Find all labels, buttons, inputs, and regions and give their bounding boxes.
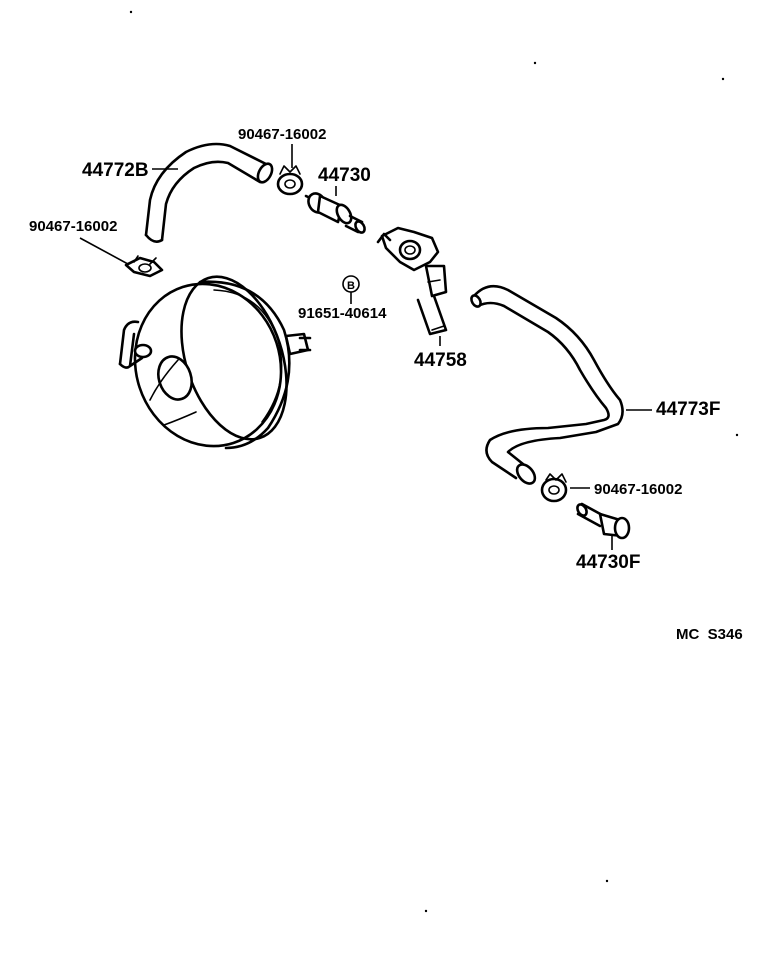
check-valve-lower [576, 502, 631, 550]
bolt-marker-letter: B [347, 280, 355, 292]
label-check-valve-lower: 44730F [576, 552, 640, 573]
bolt-callout: B [342, 275, 360, 304]
brake-booster [118, 275, 312, 450]
diagram-code: MC S346 [676, 626, 743, 643]
label-clamp-top: 90467-16002 [238, 126, 326, 143]
label-hose-upper: 44772B [82, 160, 149, 181]
label-clamp-left: 90467-16002 [29, 218, 117, 235]
leader-clamp-left [79, 237, 129, 265]
hose-clamp-left [124, 255, 164, 278]
label-bolt: 91651-40614 [298, 305, 387, 322]
label-check-valve: 44730 [318, 165, 371, 186]
label-bracket: 44758 [414, 350, 467, 371]
lower-vacuum-hose [470, 284, 652, 485]
hose-clamp-top [276, 165, 304, 196]
label-hose-lower: 44773F [656, 399, 720, 420]
scan-specks [129, 10, 739, 913]
upper-vacuum-hose [144, 142, 274, 243]
label-clamp-right: 90467-16002 [594, 481, 682, 498]
hose-clamp-right [540, 473, 590, 503]
check-valve [304, 192, 366, 234]
valve-bracket [376, 226, 448, 346]
